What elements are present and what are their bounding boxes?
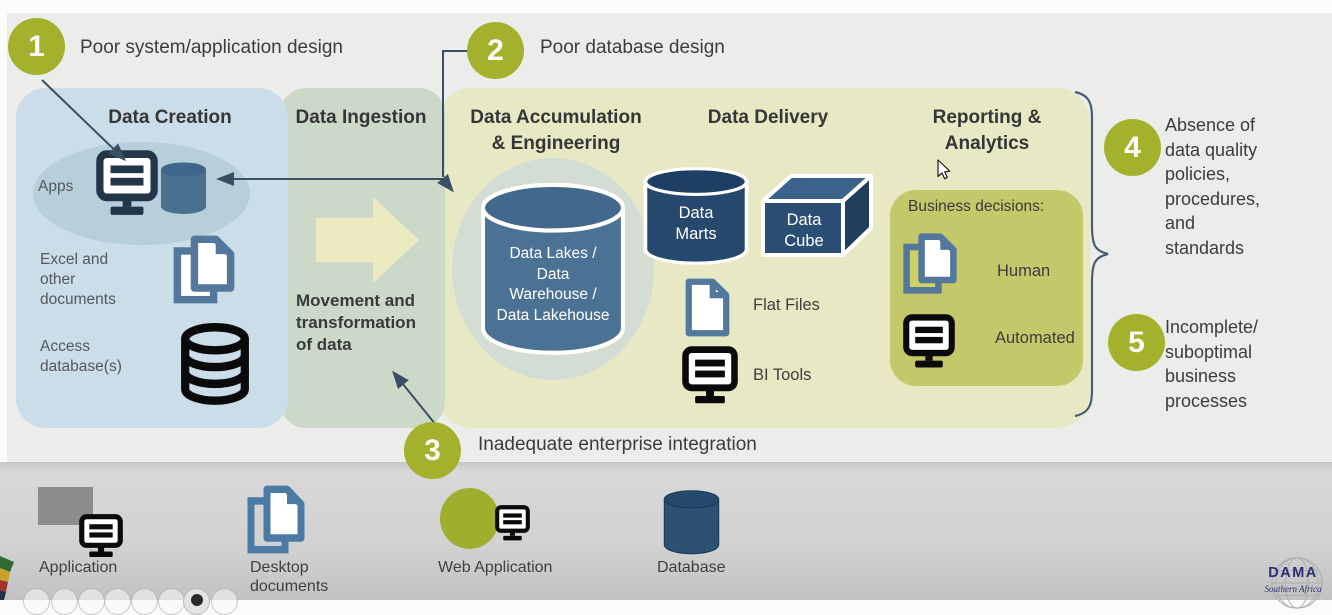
data-lake-label: Data Lakes / Data Warehouse / Data Lakeh… xyxy=(496,245,610,324)
application-monitor-icon xyxy=(79,514,123,557)
data-marts-label: Data Marts xyxy=(675,204,717,243)
flat-files-label: Flat Files xyxy=(753,296,820,314)
reaction-button-7[interactable] xyxy=(183,588,210,615)
reaction-button-3[interactable] xyxy=(78,588,105,615)
excel-documents-label: Excel and other documents xyxy=(40,251,116,308)
header-data-creation: Data Creation xyxy=(108,107,232,128)
access-database-label: Access database(s) xyxy=(40,338,122,375)
business-decisions-title: Business decisions: xyxy=(908,198,1045,215)
apps-label: Apps xyxy=(38,178,74,195)
issue-2-badge: 2 xyxy=(467,22,524,79)
issue-5-badge: 5 xyxy=(1108,314,1165,371)
reaction-button-5[interactable] xyxy=(131,588,158,615)
flat-file-icon xyxy=(685,278,730,337)
automated-label: Automated xyxy=(995,329,1075,347)
application-label: Application xyxy=(39,559,118,576)
panel-data-ingestion xyxy=(280,88,445,428)
database-label: Database xyxy=(657,559,726,576)
data-lake-cylinder-icon xyxy=(481,182,625,355)
reaction-button-4[interactable] xyxy=(104,588,131,615)
web-application-circle xyxy=(440,488,499,549)
dama-logo-text: DAMA xyxy=(1268,565,1318,581)
dama-region-text: Southern Africa xyxy=(1264,584,1322,594)
database-cylinder-icon xyxy=(663,490,720,555)
reaction-button-6[interactable] xyxy=(158,588,185,615)
access-database-icon xyxy=(181,323,249,405)
reaction-glyph xyxy=(190,594,203,606)
human-documents-icon xyxy=(903,233,957,294)
web-application-monitor-icon xyxy=(495,505,530,541)
data-cube-label: Data Cube xyxy=(784,211,824,250)
bi-tools-monitor-icon xyxy=(682,346,738,404)
header-data-accumulation: Data Accumulation & Engineering xyxy=(470,107,642,154)
desktop-documents-label: Desktop documents xyxy=(250,559,329,595)
desktop-documents-icon xyxy=(247,485,305,554)
ingestion-caption: Movement and transformation of data xyxy=(296,291,416,354)
automated-monitor-icon xyxy=(903,314,955,368)
issue-1-label: Poor system/application design xyxy=(80,37,343,58)
reaction-button-1[interactable] xyxy=(23,588,50,615)
data-cube-icon xyxy=(761,174,873,257)
web-application-label: Web Application xyxy=(438,559,553,576)
header-data-delivery: Data Delivery xyxy=(707,107,829,128)
corner-emblem-logo xyxy=(0,556,14,600)
issue-4-badge: 4 xyxy=(1104,119,1161,176)
reaction-button-2[interactable] xyxy=(51,588,78,615)
apps-monitor-icon xyxy=(96,150,158,215)
issue-1-badge: 1 xyxy=(8,18,65,75)
reaction-button-8[interactable] xyxy=(211,588,238,615)
human-label: Human xyxy=(997,262,1051,280)
header-data-ingestion: Data Ingestion xyxy=(295,107,427,128)
apps-database-icon xyxy=(160,162,207,214)
excel-documents-icon xyxy=(173,235,235,304)
issue-3-label: Inadequate enterprise integration xyxy=(478,434,757,455)
header-reporting-analytics: Reporting & Analytics xyxy=(932,107,1042,154)
data-marts-cylinder-icon xyxy=(643,167,749,265)
bi-tools-label: BI Tools xyxy=(753,366,812,384)
issue-4-label: Absence of data quality policies, proced… xyxy=(1165,115,1261,258)
issue-5-label: Incomplete/ suboptimal business processe… xyxy=(1165,317,1259,411)
issue-3-badge: 3 xyxy=(404,422,461,479)
issue-2-label: Poor database design xyxy=(540,37,725,58)
